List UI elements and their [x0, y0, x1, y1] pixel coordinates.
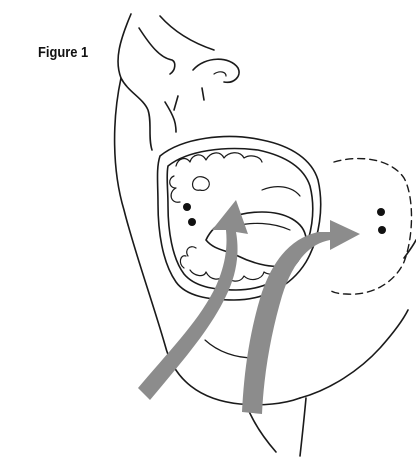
outer-arrow — [242, 220, 360, 414]
dot-pair-icon — [377, 208, 386, 234]
dot-pair-icon — [183, 203, 196, 226]
